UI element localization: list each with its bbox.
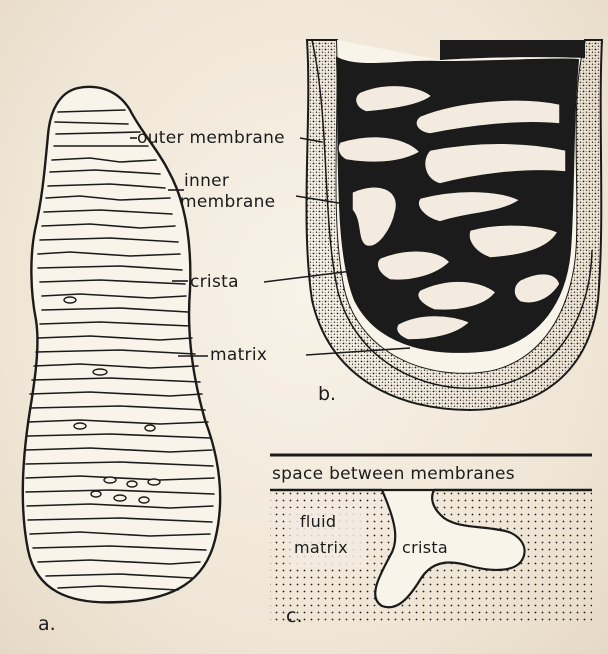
label-inner-membrane-line2: membrane bbox=[180, 192, 275, 212]
panel-b-cross-section bbox=[306, 40, 602, 410]
label-matrix: matrix bbox=[210, 345, 267, 365]
label-inner-membrane-line1: inner bbox=[184, 171, 229, 191]
label-outer-membrane: outer membrane bbox=[137, 128, 285, 148]
label-fluid-matrix: matrix bbox=[294, 538, 348, 557]
panel-a-label: a. bbox=[38, 613, 56, 635]
label-fluid: fluid bbox=[300, 512, 336, 531]
panel-c-label: c. bbox=[286, 605, 303, 627]
panel-a-outline bbox=[23, 87, 220, 603]
label-space-between-membranes: space between membranes bbox=[272, 464, 515, 484]
panel-a-mitochondrion bbox=[23, 87, 220, 603]
panel-b-label: b. bbox=[318, 383, 336, 405]
label-crista-c: crista bbox=[402, 538, 448, 557]
label-crista: crista bbox=[190, 272, 239, 292]
